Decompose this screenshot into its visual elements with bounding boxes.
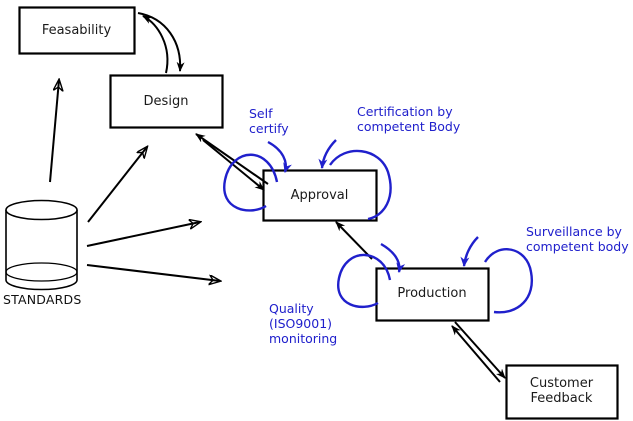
- annotation-self-certify: Self certify: [249, 106, 289, 136]
- loop-quality-arrow: [380, 242, 406, 273]
- edge-standards-to-feasability: [49, 80, 59, 183]
- loop-certification-arrow: [318, 139, 337, 169]
- edge-standards-to-approval: [86, 222, 200, 247]
- edge-design-to-approval: [202, 139, 265, 191]
- loop-self-certify-arrow: [267, 140, 292, 173]
- node-design: [109, 74, 224, 129]
- node-label-standards: STANDARDS: [3, 292, 82, 307]
- edge-feasability-to-design: [137, 12, 185, 72]
- loop-surveillance: [483, 248, 534, 314]
- node-feasability: [18, 6, 136, 55]
- loop-surveillance-arrow: [460, 236, 479, 267]
- node-customer-feedback: [505, 364, 619, 420]
- edge-production-to-approval: [335, 221, 373, 260]
- edge-design-to-feasability: [142, 15, 169, 74]
- annotation-surveillance: Surveillance by competent body: [526, 224, 629, 254]
- edge-approval-to-design: [195, 133, 269, 185]
- edge-standards-to-design: [87, 147, 147, 223]
- loop-quality: [337, 253, 392, 308]
- loop-self-certify: [223, 153, 279, 212]
- loop-certification: [329, 149, 392, 221]
- node-production: [375, 267, 490, 322]
- edge-production-to-customerfeedback: [454, 321, 506, 379]
- annotation-certification: Certification by competent Body: [357, 104, 461, 134]
- edge-standards-to-production: [86, 264, 220, 281]
- edge-customerfeedback-to-production: [451, 325, 501, 383]
- annotation-quality: Quality (ISO9001) monitoring: [269, 301, 338, 346]
- node-approval: [262, 169, 378, 222]
- node-standards: [5, 199, 78, 291]
